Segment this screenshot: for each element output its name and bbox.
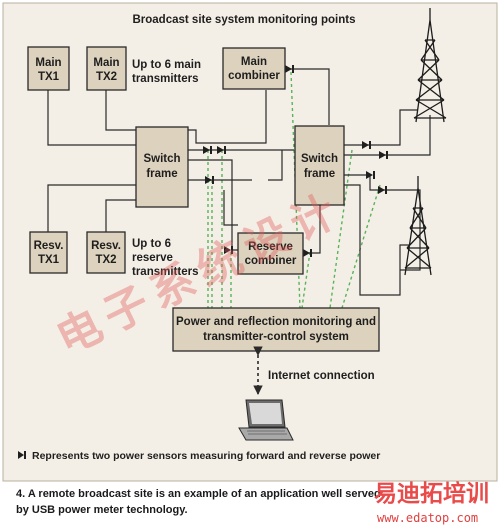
svg-text:Resv.: Resv. <box>91 240 121 252</box>
antenna-tower-2-icon <box>404 176 432 276</box>
reserve-transmitters-note: Up to 6 reserve transmitters <box>132 238 198 278</box>
svg-text:Resv.: Resv. <box>34 240 64 252</box>
node-resv-tx2: Resv. TX2 <box>86 231 126 274</box>
svg-text:Internet connection: Internet connection <box>268 370 375 382</box>
svg-text:Represents two power sensors m: Represents two power sensors measuring f… <box>32 450 380 462</box>
svg-text:www.edatop.com: www.edatop.com <box>377 511 478 525</box>
svg-text:Reserve: Reserve <box>248 241 293 253</box>
svg-text:Switch: Switch <box>143 153 180 165</box>
legend: Represents two power sensors measuring f… <box>18 450 380 462</box>
svg-text:reserve: reserve <box>132 252 173 264</box>
node-resv-tx1: Resv. TX1 <box>29 231 68 274</box>
node-main-tx2: Main TX2 <box>86 46 127 91</box>
svg-text:TX2: TX2 <box>95 254 116 266</box>
svg-text:TX2: TX2 <box>96 71 117 83</box>
main-transmitters-note: Up to 6 main transmitters <box>132 59 201 85</box>
svg-text:Main: Main <box>241 56 267 68</box>
edatop-logo: 易迪拓培训 www.edatop.com <box>374 480 489 525</box>
internet-connection: Internet connection <box>253 346 375 395</box>
node-switch-frame-right: Switch frame <box>294 125 345 206</box>
laptop-icon <box>238 399 294 441</box>
svg-text:Up to 6 main: Up to 6 main <box>132 59 201 71</box>
svg-text:transmitters: transmitters <box>132 266 198 278</box>
node-main-combiner: Main combiner <box>222 47 286 90</box>
sensor-links <box>207 71 381 309</box>
svg-text:transmitters: transmitters <box>132 73 198 85</box>
svg-text:Main: Main <box>93 57 119 69</box>
svg-text:frame: frame <box>146 168 177 180</box>
svg-text:by USB power meter technology.: by USB power meter technology. <box>16 504 188 516</box>
node-reserve-combiner: Reserve combiner <box>237 232 304 275</box>
power-sensor-markers <box>203 65 388 257</box>
svg-text:frame: frame <box>304 168 335 180</box>
node-main-tx1: Main TX1 <box>27 46 70 91</box>
svg-text:Switch: Switch <box>301 153 338 165</box>
node-switch-frame-left: Switch frame <box>135 126 189 208</box>
antenna-tower-1-icon <box>413 8 447 123</box>
svg-text:易迪拓培训: 易迪拓培训 <box>374 480 489 507</box>
svg-text:TX1: TX1 <box>38 254 60 266</box>
diagram-title: Broadcast site system monitoring points <box>132 14 355 26</box>
svg-text:combiner: combiner <box>228 70 280 82</box>
svg-text:Main: Main <box>35 57 61 69</box>
svg-text:Power and reflection monitorin: Power and reflection monitoring and <box>176 316 376 328</box>
signal-wires <box>47 68 431 296</box>
svg-text:Up to 6: Up to 6 <box>132 238 171 250</box>
svg-text:transmitter-control system: transmitter-control system <box>203 331 349 343</box>
svg-text:TX1: TX1 <box>38 71 60 83</box>
figure-caption: 4. A remote broadcast site is an example… <box>16 488 381 516</box>
svg-text:4. A remote broadcast site is: 4. A remote broadcast site is an example… <box>16 488 381 500</box>
svg-text:combiner: combiner <box>245 255 297 267</box>
node-monitoring-system: Power and reflection monitoring and tran… <box>172 307 380 352</box>
